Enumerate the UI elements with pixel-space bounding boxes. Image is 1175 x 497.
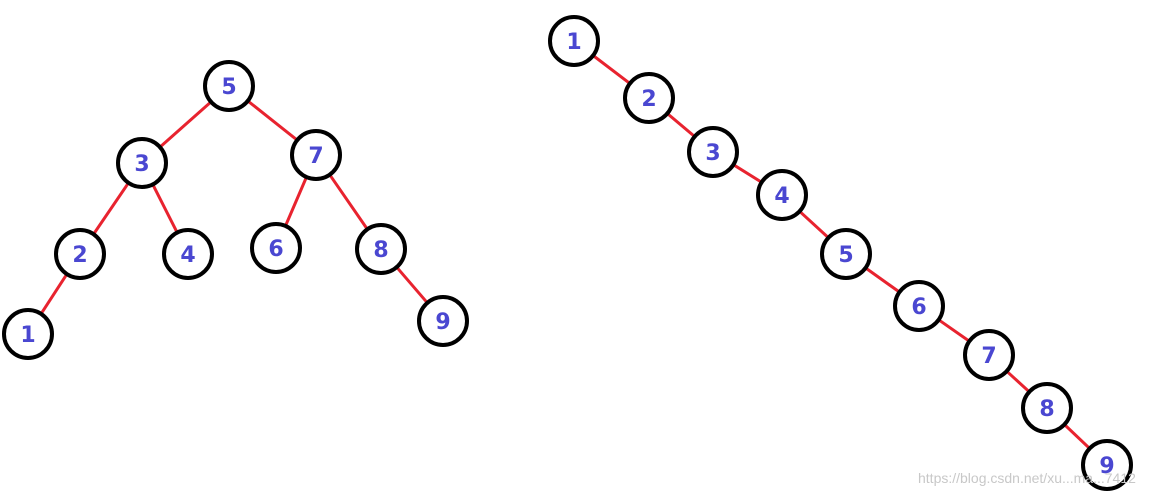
node-circle: [623, 72, 675, 124]
node-label: 3: [705, 141, 720, 166]
node-label: 2: [72, 243, 87, 268]
node-circle: [1021, 382, 1073, 434]
edge-5-7: [246, 99, 302, 145]
tree-node: 7: [963, 329, 1015, 381]
tree-node: 6: [250, 222, 302, 274]
degenerate-bst-edges: [591, 54, 1094, 453]
edge-3-4: [731, 163, 767, 186]
degenerate-bst-nodes: 1 2 3 4 5 6 7 8 9: [548, 15, 1133, 491]
edge-3-2: [89, 181, 130, 239]
tree-node: 5: [203, 60, 255, 112]
node-label: 1: [20, 323, 35, 348]
tree-node: 3: [687, 126, 739, 178]
node-label: 9: [435, 310, 450, 335]
edge-3-4: [151, 182, 181, 238]
edge-6-7: [937, 318, 975, 345]
node-label: 3: [134, 152, 149, 177]
edge-8-9: [1062, 423, 1094, 453]
node-label: 6: [911, 295, 926, 320]
edge-8-9: [395, 265, 432, 308]
node-label: 8: [373, 238, 388, 263]
tree-node: 8: [355, 223, 407, 275]
balanced-bst-nodes: 5 3 7 2 4 6 8 1 9: [2, 60, 469, 360]
node-label: 2: [641, 87, 656, 112]
node-label: 4: [774, 184, 789, 209]
tree-node: 9: [417, 295, 469, 347]
tree-node: 1: [2, 308, 54, 360]
node-circle: [203, 60, 255, 112]
edge-7-8: [328, 173, 372, 234]
node-circle: [116, 137, 168, 189]
node-circle: [687, 126, 739, 178]
edge-7-6: [282, 175, 308, 232]
node-label: 4: [180, 243, 195, 268]
edge-1-2: [591, 54, 635, 88]
node-circle: [893, 280, 945, 332]
tree-node: 4: [756, 169, 808, 221]
node-circle: [820, 228, 872, 280]
tree-node: 5: [820, 228, 872, 280]
node-label: 8: [1039, 397, 1054, 422]
edge-5-6: [864, 266, 905, 296]
edge-5-3: [155, 100, 213, 152]
node-label: 7: [981, 344, 996, 369]
node-circle: [355, 223, 407, 275]
tree-node: 3: [116, 137, 168, 189]
node-label: 7: [308, 144, 323, 169]
watermark-text: https://blog.csdn.net/xu...ma...7412: [918, 470, 1136, 486]
node-circle: [756, 169, 808, 221]
node-circle: [290, 129, 342, 181]
balanced-bst-edges: [37, 99, 432, 319]
tree-node: 2: [623, 72, 675, 124]
tree-node: 4: [162, 228, 214, 280]
tree-node: 6: [893, 280, 945, 332]
node-label: 5: [838, 243, 853, 268]
edge-2-3: [665, 112, 700, 141]
node-circle: [162, 228, 214, 280]
node-circle: [1081, 439, 1133, 491]
node-circle: [2, 308, 54, 360]
tree-node: 9: [1081, 439, 1133, 491]
tree-node: 2: [54, 228, 106, 280]
node-circle: [963, 329, 1015, 381]
tree-node: 1: [548, 15, 600, 67]
node-circle: [417, 295, 469, 347]
tree-node: 7: [290, 129, 342, 181]
edge-2-1: [37, 272, 69, 319]
node-circle: [54, 228, 106, 280]
node-label: 1: [566, 30, 581, 55]
edges-layer: [37, 54, 1094, 453]
node-label: 5: [221, 75, 236, 100]
node-circle: [250, 222, 302, 274]
tree-node: 8: [1021, 382, 1073, 434]
node-label: 6: [268, 237, 283, 262]
node-label: 9: [1099, 454, 1114, 479]
nodes-layer: 5 3 7 2 4 6 8 1 9 1 2 3 4 5 6 7 8 9: [2, 15, 1133, 491]
edge-4-5: [798, 209, 833, 242]
node-circle: [548, 15, 600, 67]
